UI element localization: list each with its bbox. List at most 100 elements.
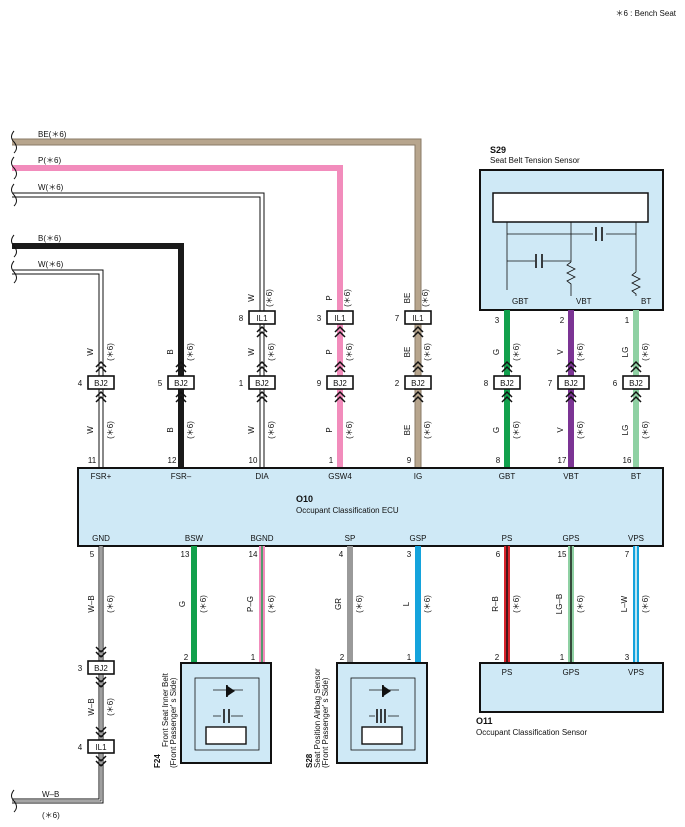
chevron-up-icon [334, 390, 346, 398]
pin-number: 13 [181, 550, 190, 559]
connector-name: BJ2 [629, 379, 643, 388]
ecu-pin-label: BGND [250, 534, 273, 543]
ecu-pin-label: SP [345, 534, 356, 543]
wire-note: (＊6) [512, 595, 521, 613]
connector-name: BJ2 [333, 379, 347, 388]
left-wire-label: B(＊6) [38, 234, 61, 243]
wire-note: (＊6) [576, 343, 585, 361]
chevron-up-icon [412, 390, 424, 398]
s29-pin-label: GBT [512, 297, 529, 306]
ecu-pin-label: PS [502, 534, 513, 543]
bj2-connector: BJ2 1 [239, 360, 276, 403]
f24-code: F24 [153, 754, 162, 768]
connector-name: BJ2 [564, 379, 578, 388]
pin-number: 5 [90, 550, 95, 559]
ecu-pin-label: FSR+ [91, 472, 112, 481]
pin-number: 12 [168, 456, 177, 465]
wire-code: BE [403, 425, 412, 436]
wire-be-top [12, 138, 422, 468]
pin-number: 14 [249, 550, 258, 559]
o11-pin-label: GPS [563, 668, 580, 677]
ecu-code: O10 [296, 494, 313, 504]
left-wire-label: BE(＊6) [38, 130, 67, 139]
chevron-up-icon [95, 390, 107, 398]
chevron-up-icon [630, 365, 642, 373]
chevron-down-icon [95, 646, 107, 654]
wire-note: (＊6) [186, 421, 195, 439]
pin-number: 2 [560, 316, 565, 325]
bj2-connector: BJ2 7 [548, 360, 585, 403]
pin-number: 5 [158, 379, 163, 388]
chevron-up-icon [95, 395, 107, 403]
wire-b-top [12, 243, 184, 468]
f24-sub: (Front Passenger' s Side) [169, 677, 178, 768]
o11-name: Occupant Classification Sensor [476, 728, 588, 737]
wire-note: (＊6) [641, 421, 650, 439]
s28-code: S28 [305, 753, 314, 768]
pin-number: 7 [548, 379, 553, 388]
chevron-up-icon [256, 365, 268, 373]
chevron-up-icon [175, 390, 187, 398]
chevron-up-icon [412, 395, 424, 403]
ecu-pin-label: GSW4 [328, 472, 352, 481]
wire-note: (＊6) [423, 421, 432, 439]
il1-gnd-connector: IL1 4 [78, 739, 115, 754]
wire-code: GR [334, 598, 343, 610]
wire-note: (＊6) [267, 421, 276, 439]
wire-w-top-2 [12, 269, 104, 468]
chevron-up-icon [175, 365, 187, 373]
s29-pin-label: VBT [576, 297, 592, 306]
connector-name: BJ2 [94, 379, 108, 388]
pin-number: 8 [496, 456, 501, 465]
bj2-connector: BJ2 6 [613, 360, 650, 403]
wire-note: (＊6) [106, 421, 115, 439]
ecu-pin-label: GSP [410, 534, 427, 543]
chevron-up-icon [256, 390, 268, 398]
o11-pin-label: VPS [628, 668, 644, 677]
s29-name: Seat Belt Tension Sensor [490, 156, 580, 165]
chevron-down-icon [95, 760, 107, 768]
s28-name: Seat Position Airbag Sensor [313, 668, 322, 768]
pin-number: 3 [625, 653, 630, 662]
connector-name: BJ2 [174, 379, 188, 388]
ecu-pin-label: GPS [563, 534, 580, 543]
wire-code: BE [403, 293, 412, 304]
connector-name: BJ2 [500, 379, 514, 388]
pin-number: 15 [558, 550, 567, 559]
wire-code: W [86, 426, 95, 434]
wire-note: (＊6) [421, 289, 430, 307]
wire-code: LG [621, 347, 630, 358]
chevron-down-icon [95, 726, 107, 734]
chevron-up-icon [501, 390, 513, 398]
svg-text:8: 8 [239, 314, 244, 323]
chevron-up-icon [175, 360, 187, 368]
chevron-up-icon [565, 390, 577, 398]
pin-number: 1 [239, 379, 244, 388]
wire-note: (＊6) [576, 595, 585, 613]
chevron-up-icon [334, 365, 346, 373]
pin-number: 1 [625, 316, 630, 325]
pin-number: 16 [623, 456, 632, 465]
chevron-up-icon [501, 395, 513, 403]
wire-code: P [325, 295, 334, 300]
pin-number: 6 [613, 379, 618, 388]
wire-note: (＊6) [576, 421, 585, 439]
wire-note: (＊6) [267, 343, 276, 361]
il1-connector-w: IL1 8 [239, 310, 276, 325]
wire-p-top [12, 165, 343, 468]
connector-name: BJ2 [255, 379, 269, 388]
wire-code: L [402, 601, 411, 606]
o11-code: O11 [476, 716, 493, 726]
svg-text:3: 3 [78, 664, 83, 673]
pin-number: 9 [317, 379, 322, 388]
s28-sub: (Front Passenger' s Side) [321, 677, 330, 768]
ecu-pin-label: DIA [255, 472, 269, 481]
wire-code: V [556, 427, 565, 433]
pin-number: 1 [329, 456, 334, 465]
il1-connector-be: IL1 7 [395, 310, 432, 325]
chevron-up-icon [565, 395, 577, 403]
o11-pin-label: PS [502, 668, 513, 677]
